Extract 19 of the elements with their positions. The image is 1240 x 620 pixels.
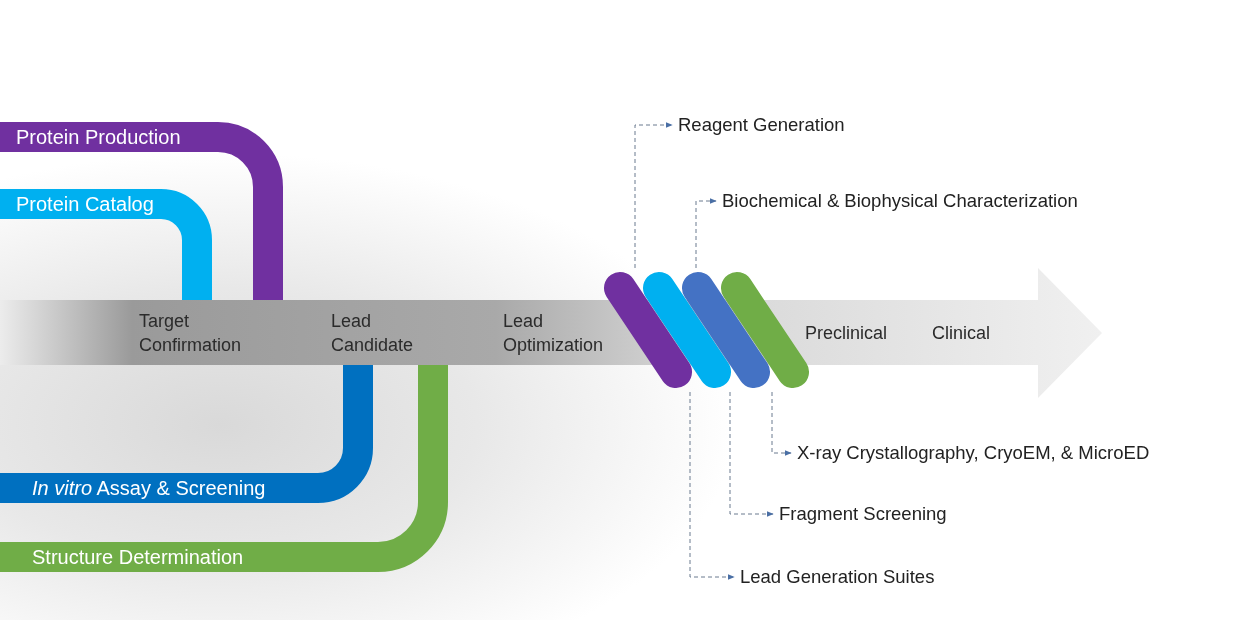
stage-label: Target Confirmation [139, 310, 243, 357]
leader-line [689, 391, 735, 580]
band-label: Protein Catalog [16, 192, 154, 217]
callout-text: Biochemical & Biophysical Characterization [722, 189, 1078, 213]
stage-label: Clinical [932, 322, 992, 345]
stage-label: Lead Candidate [331, 310, 415, 357]
callout-text: Fragment Screening [779, 502, 947, 526]
callout-text: Reagent Generation [678, 113, 845, 137]
callout-text: X-ray Crystallography, CryoEM, & MicroED [797, 441, 1150, 465]
leader-line [695, 198, 717, 269]
callout-text: Lead Generation Suites [740, 565, 935, 589]
stage-label: Lead Optimization [503, 310, 605, 357]
leader-line [771, 391, 792, 456]
leader-line [634, 122, 673, 269]
band-label: Structure Determination [32, 545, 244, 570]
leader-line [729, 391, 774, 517]
stage-label: Preclinical [805, 322, 889, 345]
band-label: In vitro Assay & Screening [32, 476, 266, 501]
band-label: Protein Production [16, 125, 181, 150]
